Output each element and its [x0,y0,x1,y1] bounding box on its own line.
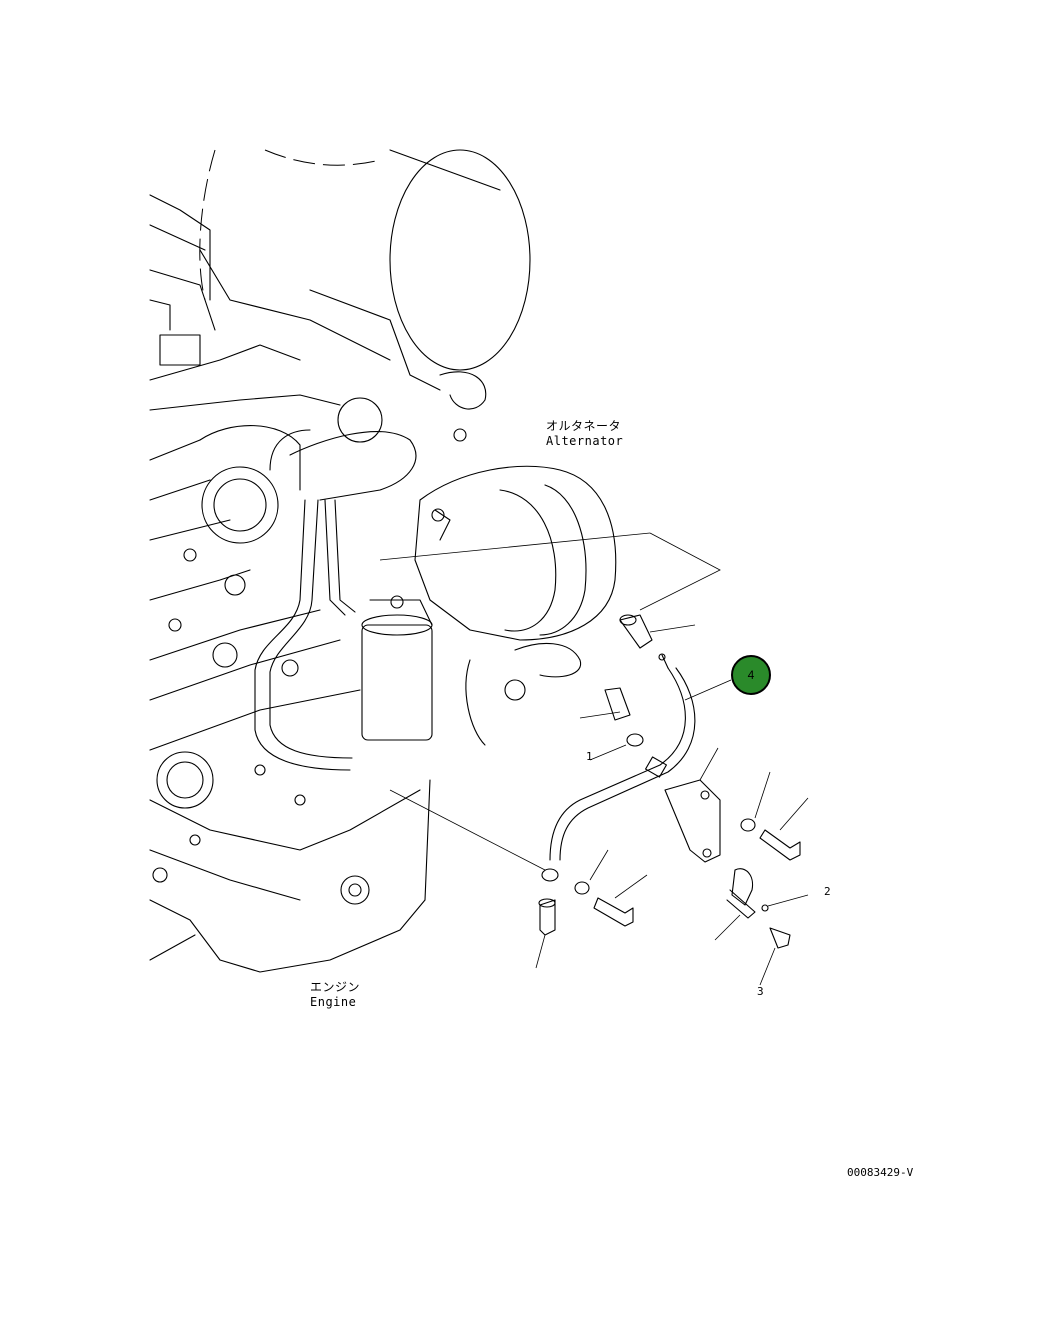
terminal-cap-top [619,614,696,649]
pipes [254,499,356,771]
bolt-bottom [574,849,648,927]
bolt-right [740,771,809,861]
bracket [664,747,721,863]
air-cleaner [199,149,531,410]
engine-block [149,194,431,973]
terminal-cap-bottom [535,898,556,969]
engine-leader [389,789,546,871]
engine-label-jp: エンジン [310,980,361,994]
ref-label-2: 2 [824,885,831,898]
turbocharger [199,397,417,544]
callout-number: 4 [747,668,755,682]
filter-canister [361,595,433,741]
engine-bolts [168,428,467,677]
ref-label-1: 1 [586,750,593,763]
alternator-leaders [379,532,721,611]
engine-label-en: Engine [310,995,357,1009]
drawing-number: 00083429-V [847,1166,914,1179]
bolt-top [579,687,644,761]
small-cap [759,927,791,986]
clip [714,868,809,941]
ref-label-3: 3 [757,985,764,998]
cable-assembly [541,653,732,882]
alternator-label-en: Alternator [546,434,624,448]
callout-4-button[interactable]: 4 [731,655,771,695]
alternator-label-jp: オルタネータ [546,419,622,433]
alternator-body [414,465,617,746]
